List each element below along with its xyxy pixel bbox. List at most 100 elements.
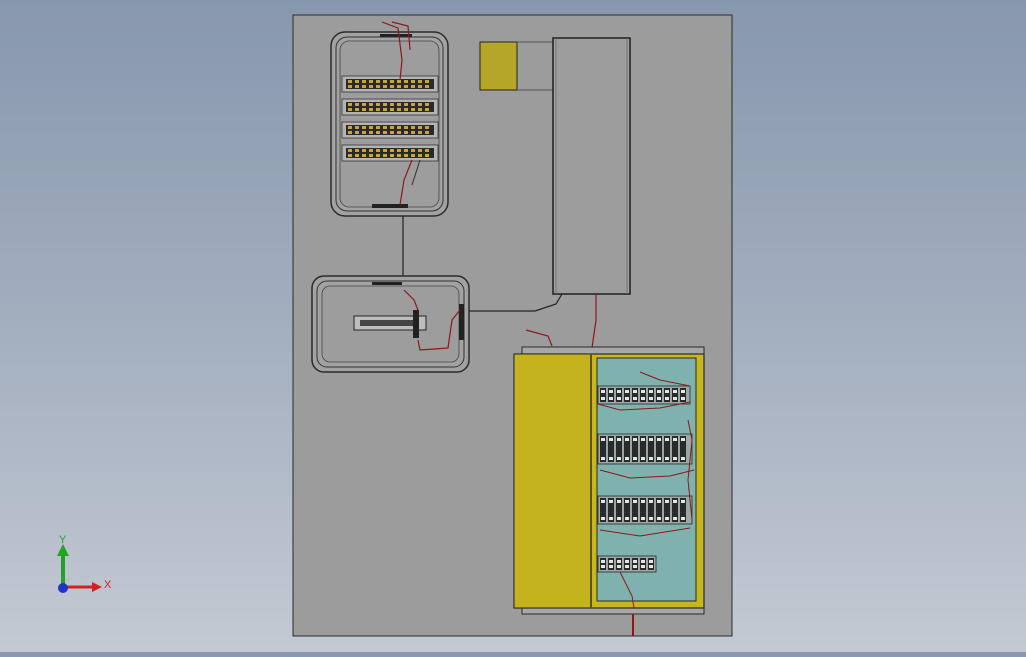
terminal-screw bbox=[348, 80, 352, 83]
terminal-screw bbox=[601, 500, 605, 503]
terminal-screw bbox=[681, 457, 685, 460]
terminal-block bbox=[640, 436, 646, 462]
terminal-screw bbox=[425, 108, 429, 111]
top-terminal-box[interactable] bbox=[330, 21, 449, 217]
terminal-screw bbox=[633, 517, 637, 520]
terminal-block bbox=[616, 558, 622, 570]
cabinet-door[interactable] bbox=[513, 353, 592, 609]
terminal-screw bbox=[601, 560, 605, 563]
terminal-screw bbox=[617, 517, 621, 520]
terminal-block bbox=[680, 436, 686, 462]
terminal-screw bbox=[362, 126, 366, 129]
terminal-block bbox=[624, 436, 630, 462]
terminal-screw bbox=[390, 108, 394, 111]
terminal-screw bbox=[649, 397, 653, 400]
small-yellow-component[interactable] bbox=[479, 41, 553, 91]
terminal-screw bbox=[376, 154, 380, 157]
terminal-screw bbox=[649, 390, 653, 393]
terminal-screw bbox=[641, 500, 645, 503]
terminal-screw bbox=[625, 390, 629, 393]
terminal-screw bbox=[369, 131, 373, 134]
terminal-screw bbox=[418, 131, 422, 134]
terminal-screw bbox=[601, 397, 605, 400]
terminal-block bbox=[600, 558, 606, 570]
terminal-block bbox=[648, 558, 654, 570]
terminal-screw bbox=[657, 390, 661, 393]
terminal-block bbox=[640, 558, 646, 570]
terminal-screw bbox=[657, 457, 661, 460]
y-axis-arrowhead bbox=[57, 544, 69, 556]
terminal-screw bbox=[665, 390, 669, 393]
terminal-screw bbox=[362, 108, 366, 111]
terminal-screw bbox=[411, 103, 415, 106]
terminal-screw bbox=[404, 103, 408, 106]
terminal-block bbox=[648, 498, 654, 522]
terminal-screw bbox=[404, 149, 408, 152]
z-axis-dot bbox=[58, 583, 68, 593]
terminal-screw bbox=[609, 438, 613, 441]
terminal-screw bbox=[681, 390, 685, 393]
terminal-screw bbox=[418, 126, 422, 129]
terminal-screw bbox=[369, 149, 373, 152]
terminal-screw bbox=[617, 457, 621, 460]
terminal-screw bbox=[425, 126, 429, 129]
terminal-screw bbox=[649, 500, 653, 503]
terminal-strip bbox=[346, 148, 434, 158]
terminal-screw bbox=[625, 560, 629, 563]
terminal-screw bbox=[390, 85, 394, 88]
tall-wire-duct[interactable] bbox=[552, 37, 631, 295]
terminal-screw bbox=[376, 131, 380, 134]
terminal-screw bbox=[362, 154, 366, 157]
terminal-screw bbox=[348, 108, 352, 111]
wire bbox=[399, 159, 413, 206]
terminal-screw bbox=[355, 85, 359, 88]
terminal-screw bbox=[649, 560, 653, 563]
terminal-block bbox=[624, 558, 630, 570]
terminal-screw bbox=[673, 390, 677, 393]
terminal-screw bbox=[355, 126, 359, 129]
cabinet-wiring bbox=[597, 401, 695, 609]
terminal-block bbox=[600, 436, 606, 462]
terminal-screw bbox=[617, 438, 621, 441]
terminal-screw bbox=[355, 80, 359, 83]
terminal-screw bbox=[665, 457, 669, 460]
terminal-screw bbox=[411, 108, 415, 111]
x-axis-label: X bbox=[104, 579, 112, 591]
terminal-block bbox=[640, 388, 646, 402]
terminal-block bbox=[680, 498, 686, 522]
terminal-block bbox=[624, 498, 630, 522]
terminal-screw bbox=[390, 126, 394, 129]
terminal-screw bbox=[673, 397, 677, 400]
terminal-screw bbox=[625, 438, 629, 441]
terminal-rows bbox=[341, 75, 439, 162]
terminal-screw bbox=[425, 103, 429, 106]
terminal-screw bbox=[601, 438, 605, 441]
terminal-screw bbox=[369, 85, 373, 88]
terminal-screw bbox=[348, 149, 352, 152]
terminal-screw bbox=[425, 149, 429, 152]
terminal-screw bbox=[355, 131, 359, 134]
terminal-screw bbox=[348, 131, 352, 134]
terminal-screw bbox=[383, 80, 387, 83]
terminal-screw bbox=[609, 517, 613, 520]
terminal-block bbox=[608, 558, 614, 570]
terminal-screw bbox=[633, 390, 637, 393]
terminal-screw bbox=[425, 85, 429, 88]
terminal-screw bbox=[411, 80, 415, 83]
terminal-screw bbox=[425, 131, 429, 134]
terminal-screw bbox=[673, 438, 677, 441]
cable-middle-to-duct bbox=[469, 293, 563, 312]
terminal-block bbox=[656, 498, 662, 522]
terminal-screw bbox=[601, 565, 605, 568]
terminal-screw bbox=[390, 149, 394, 152]
middle-device-box[interactable] bbox=[311, 275, 470, 373]
cabinet-terminal-groups bbox=[597, 385, 693, 573]
terminal-block bbox=[648, 388, 654, 402]
terminal-screw bbox=[601, 457, 605, 460]
control-cabinet[interactable] bbox=[513, 346, 705, 615]
terminal-screw bbox=[362, 149, 366, 152]
terminal-screw bbox=[376, 149, 380, 152]
terminal-screw bbox=[369, 80, 373, 83]
